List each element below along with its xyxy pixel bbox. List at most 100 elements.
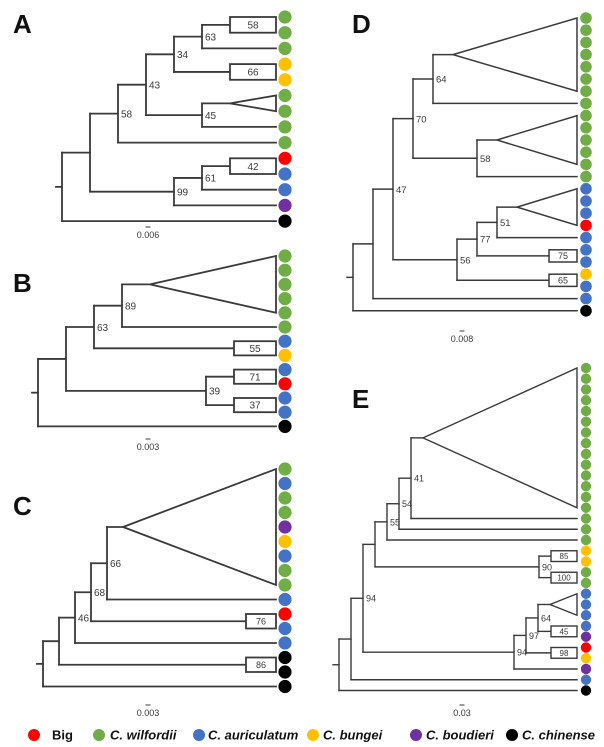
legend-dot-red bbox=[28, 729, 40, 741]
tip-dot-black bbox=[580, 685, 592, 696]
legend-item-c-auriculatum: C. auriculatum bbox=[193, 728, 299, 743]
support-value: 41 bbox=[414, 474, 424, 484]
support-value: 46 bbox=[78, 613, 90, 624]
tip-dot-green bbox=[278, 563, 292, 578]
tip-dot-green bbox=[278, 306, 292, 320]
support-value: 45 bbox=[560, 627, 569, 636]
support-value: 99 bbox=[177, 187, 189, 198]
tip-dot-yellow bbox=[580, 545, 592, 556]
support-value-box bbox=[229, 16, 277, 34]
support-value-box bbox=[233, 340, 277, 357]
legend-dot-black bbox=[506, 729, 518, 741]
tip-dot-blue bbox=[278, 363, 292, 377]
collapsed-clade-triangle bbox=[120, 467, 277, 587]
tip-dot-black bbox=[278, 419, 292, 433]
tip-dot-blue bbox=[278, 391, 292, 405]
tip-dot-red bbox=[580, 219, 592, 232]
tip-dot-green bbox=[580, 362, 592, 374]
scale-value: 0.003 bbox=[137, 442, 160, 452]
support-value: 77 bbox=[480, 235, 491, 246]
tip-dot-yellow bbox=[278, 534, 292, 549]
support-value: 85 bbox=[560, 552, 569, 561]
tip-dot-green bbox=[580, 481, 592, 492]
support-value: 63 bbox=[205, 32, 217, 43]
support-value: 76 bbox=[256, 616, 266, 626]
tip-dot-green bbox=[580, 122, 592, 134]
support-value: 43 bbox=[149, 81, 161, 92]
tip-dot-green bbox=[580, 567, 592, 578]
support-value-box bbox=[550, 571, 578, 584]
tip-dot-green bbox=[278, 26, 292, 40]
tip-dot-green bbox=[580, 491, 592, 503]
tip-dot-green bbox=[580, 61, 592, 73]
tip-dot-purple bbox=[278, 520, 292, 534]
support-value-box bbox=[245, 613, 277, 630]
support-value: 61 bbox=[205, 174, 217, 185]
tip-dot-black bbox=[278, 665, 292, 679]
support-value: 39 bbox=[209, 387, 221, 398]
tip-dot-green bbox=[580, 85, 592, 97]
legend-item-c-chinense: C. chinense bbox=[506, 728, 595, 743]
legend-label: C. boudieri bbox=[426, 728, 494, 743]
support-value: 75 bbox=[558, 251, 568, 261]
tip-dot-green bbox=[580, 97, 592, 110]
legend-label: C. chinense bbox=[522, 728, 595, 743]
tip-dot-green bbox=[580, 48, 592, 61]
scale-value: 0.03 bbox=[453, 708, 471, 718]
tip-dot-blue bbox=[580, 588, 592, 599]
tip-dot-purple bbox=[278, 198, 292, 212]
legend-item-c-bungei: C. bungei bbox=[307, 728, 383, 743]
panel-label-B: B bbox=[13, 268, 32, 298]
tip-dot-blue bbox=[278, 549, 292, 563]
tip-dot-green bbox=[580, 73, 592, 85]
collapsed-clade-triangle bbox=[450, 16, 578, 93]
tip-dot-green bbox=[278, 104, 292, 118]
tip-dot-green bbox=[580, 577, 592, 589]
tip-dot-green bbox=[278, 263, 292, 277]
support-value: 66 bbox=[110, 559, 122, 570]
tip-dot-blue bbox=[580, 280, 592, 293]
support-value-box bbox=[550, 550, 578, 563]
support-value: 58 bbox=[480, 154, 491, 165]
tip-dot-blue bbox=[580, 231, 592, 244]
tip-dot-green bbox=[278, 292, 292, 306]
support-value: 45 bbox=[205, 111, 217, 122]
tip-dot-black bbox=[278, 214, 292, 228]
support-value: 58 bbox=[247, 20, 259, 31]
legend-item-c-boudieri: C. boudieri bbox=[410, 728, 494, 743]
legend-item-c-wilfordii: C. wilfordii bbox=[93, 728, 177, 743]
legend-label: C. bungei bbox=[323, 728, 383, 743]
collapsed-clade-triangle bbox=[514, 187, 578, 227]
tip-dot-green bbox=[580, 502, 592, 513]
tip-dot-green bbox=[580, 146, 592, 158]
tip-dot-green bbox=[580, 12, 592, 24]
scale-value: 0.006 bbox=[137, 230, 160, 240]
support-value: 64 bbox=[436, 75, 447, 86]
support-value: 65 bbox=[558, 276, 568, 286]
legend-label: Big bbox=[52, 728, 73, 743]
tip-dot-blue bbox=[580, 183, 592, 195]
legend-dot-purple bbox=[410, 729, 422, 741]
support-value: 70 bbox=[416, 114, 427, 125]
support-value: 63 bbox=[97, 323, 109, 334]
tip-dot-green bbox=[278, 120, 292, 134]
support-value: 94 bbox=[517, 648, 527, 658]
tip-dot-green bbox=[278, 462, 292, 476]
tip-dot-yellow bbox=[580, 653, 592, 664]
tip-dot-green bbox=[278, 505, 292, 520]
tip-dot-green bbox=[278, 277, 292, 291]
tip-dot-yellow bbox=[278, 73, 292, 87]
support-value: 42 bbox=[247, 162, 259, 173]
support-value: 37 bbox=[249, 401, 261, 412]
support-value: 56 bbox=[460, 255, 471, 266]
support-value: 71 bbox=[249, 372, 261, 383]
tip-dot-black bbox=[580, 305, 592, 317]
legend-dot-blue bbox=[193, 729, 205, 741]
tip-dot-purple bbox=[580, 663, 592, 675]
support-value: 58 bbox=[121, 109, 133, 120]
tip-dot-blue bbox=[278, 183, 292, 197]
